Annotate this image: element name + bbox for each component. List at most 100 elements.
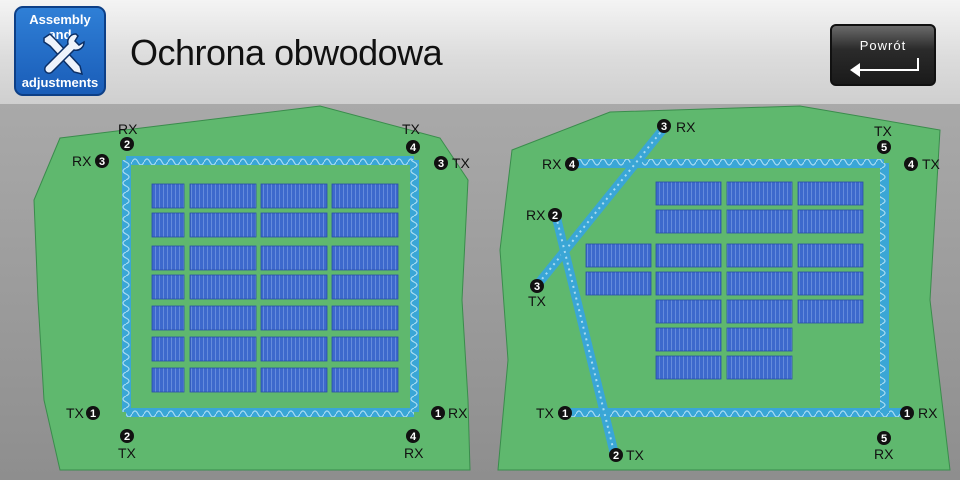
svg-text:2: 2 — [124, 431, 130, 443]
solar-panel — [151, 212, 185, 238]
solar-panel — [331, 212, 399, 238]
solar-panel — [189, 212, 257, 238]
svg-text:TX: TX — [66, 405, 85, 421]
left-node-rx2-top[interactable]: RX 2 — [118, 121, 138, 151]
svg-text:RX: RX — [526, 207, 546, 223]
solar-panel — [331, 274, 399, 300]
perimeter-diagram: RX 2 RX 3 TX 4 3 TX TX 1 2 TX 1 RX 4 RX — [33, 105, 951, 471]
left-node-rx3[interactable]: RX 3 — [72, 153, 109, 169]
svg-text:TX: TX — [874, 123, 893, 139]
solar-panel — [331, 367, 399, 393]
left-node-rx4-bottom[interactable]: 4 RX — [404, 429, 424, 461]
svg-text:TX: TX — [536, 405, 555, 421]
solar-panel — [151, 305, 185, 331]
svg-text:RX: RX — [448, 405, 468, 421]
solar-panel — [189, 367, 257, 393]
solar-panel — [260, 274, 328, 300]
svg-text:2: 2 — [124, 139, 130, 151]
svg-text:1: 1 — [904, 408, 910, 420]
left-node-tx3[interactable]: 3 TX — [434, 155, 471, 171]
solar-panel — [189, 183, 257, 209]
solar-panel — [585, 243, 652, 268]
solar-panel — [797, 181, 864, 206]
svg-text:TX: TX — [402, 121, 421, 137]
svg-text:RX: RX — [874, 446, 894, 462]
svg-text:4: 4 — [908, 159, 915, 171]
svg-text:1: 1 — [562, 408, 568, 420]
svg-text:1: 1 — [90, 408, 96, 420]
return-arrow-icon — [850, 58, 919, 77]
right-node-tx3[interactable]: 3 TX — [528, 279, 547, 309]
right-node-rx2[interactable]: RX 2 — [526, 207, 562, 223]
svg-text:3: 3 — [99, 156, 105, 168]
svg-text:RX: RX — [918, 405, 938, 421]
solar-panel — [331, 245, 399, 271]
svg-text:RX: RX — [72, 153, 92, 169]
solar-panel — [189, 305, 257, 331]
right-beam-diagonal-a — [534, 125, 668, 287]
left-node-tx1[interactable]: TX 1 — [66, 405, 100, 421]
solar-panel — [260, 212, 328, 238]
svg-text:5: 5 — [881, 142, 887, 154]
right-node-rx1[interactable]: 1 RX — [900, 405, 938, 421]
solar-panel — [260, 367, 328, 393]
right-node-rx3-top[interactable]: 3 RX — [657, 119, 696, 135]
solar-panel — [655, 181, 722, 206]
solar-panel — [726, 181, 793, 206]
solar-panel — [331, 305, 399, 331]
solar-panel — [585, 271, 652, 296]
assembly-badge[interactable]: Assembly and adjustments — [14, 6, 106, 96]
solar-panel — [797, 243, 864, 268]
left-beam-bottom — [126, 408, 414, 417]
svg-text:TX: TX — [452, 155, 471, 171]
svg-text:5: 5 — [881, 433, 887, 445]
solar-panel — [151, 336, 185, 362]
svg-text:4: 4 — [410, 142, 417, 154]
solar-panel — [331, 183, 399, 209]
right-beam-right — [880, 163, 889, 413]
solar-panel — [189, 274, 257, 300]
header-bar: Assembly and adjustments Ochrona obwodow… — [0, 0, 960, 104]
wrench-screwdriver-icon — [43, 33, 85, 76]
solar-panel — [151, 274, 185, 300]
left-beam-top — [126, 156, 414, 165]
right-node-tx4[interactable]: 4 TX — [904, 156, 941, 172]
badge-subtitle: adjustments — [21, 75, 99, 90]
left-node-tx4-top[interactable]: TX 4 — [402, 121, 421, 154]
solar-panel — [726, 243, 793, 268]
solar-panel — [655, 209, 722, 234]
solar-panel — [655, 355, 722, 380]
solar-panel — [151, 183, 185, 209]
right-node-tx5-top[interactable]: TX 5 — [874, 123, 893, 154]
right-node-tx1[interactable]: TX 1 — [536, 405, 572, 421]
solar-panel — [726, 209, 793, 234]
right-node-tx2-bottom[interactable]: 2 TX — [609, 447, 645, 463]
svg-text:4: 4 — [410, 431, 417, 443]
svg-text:3: 3 — [438, 158, 444, 170]
solar-panel — [797, 209, 864, 234]
solar-panel — [260, 183, 328, 209]
svg-text:1: 1 — [435, 408, 441, 420]
solar-panel — [260, 245, 328, 271]
back-button-label: Powrót — [859, 38, 907, 53]
svg-text:TX: TX — [528, 293, 547, 309]
back-button[interactable]: Powrót — [830, 24, 936, 86]
solar-panel — [189, 245, 257, 271]
left-node-tx2-bottom[interactable]: 2 TX — [118, 429, 137, 461]
right-node-rx5-bottom[interactable]: 5 RX — [874, 431, 894, 462]
svg-text:2: 2 — [552, 210, 558, 222]
solar-panel — [726, 355, 793, 380]
solar-panel — [151, 245, 185, 271]
left-node-rx1[interactable]: 1 RX — [431, 405, 468, 421]
right-node-rx4[interactable]: RX 4 — [542, 156, 579, 172]
svg-text:TX: TX — [626, 447, 645, 463]
svg-text:4: 4 — [569, 159, 576, 171]
svg-text:3: 3 — [534, 281, 540, 293]
right-solar-array — [585, 181, 864, 380]
solar-panel — [655, 299, 722, 324]
svg-text:RX: RX — [404, 445, 424, 461]
svg-text:3: 3 — [661, 121, 667, 133]
page-title: Ochrona obwodowa — [130, 32, 443, 73]
svg-text:TX: TX — [118, 445, 137, 461]
solar-panel — [726, 271, 793, 296]
